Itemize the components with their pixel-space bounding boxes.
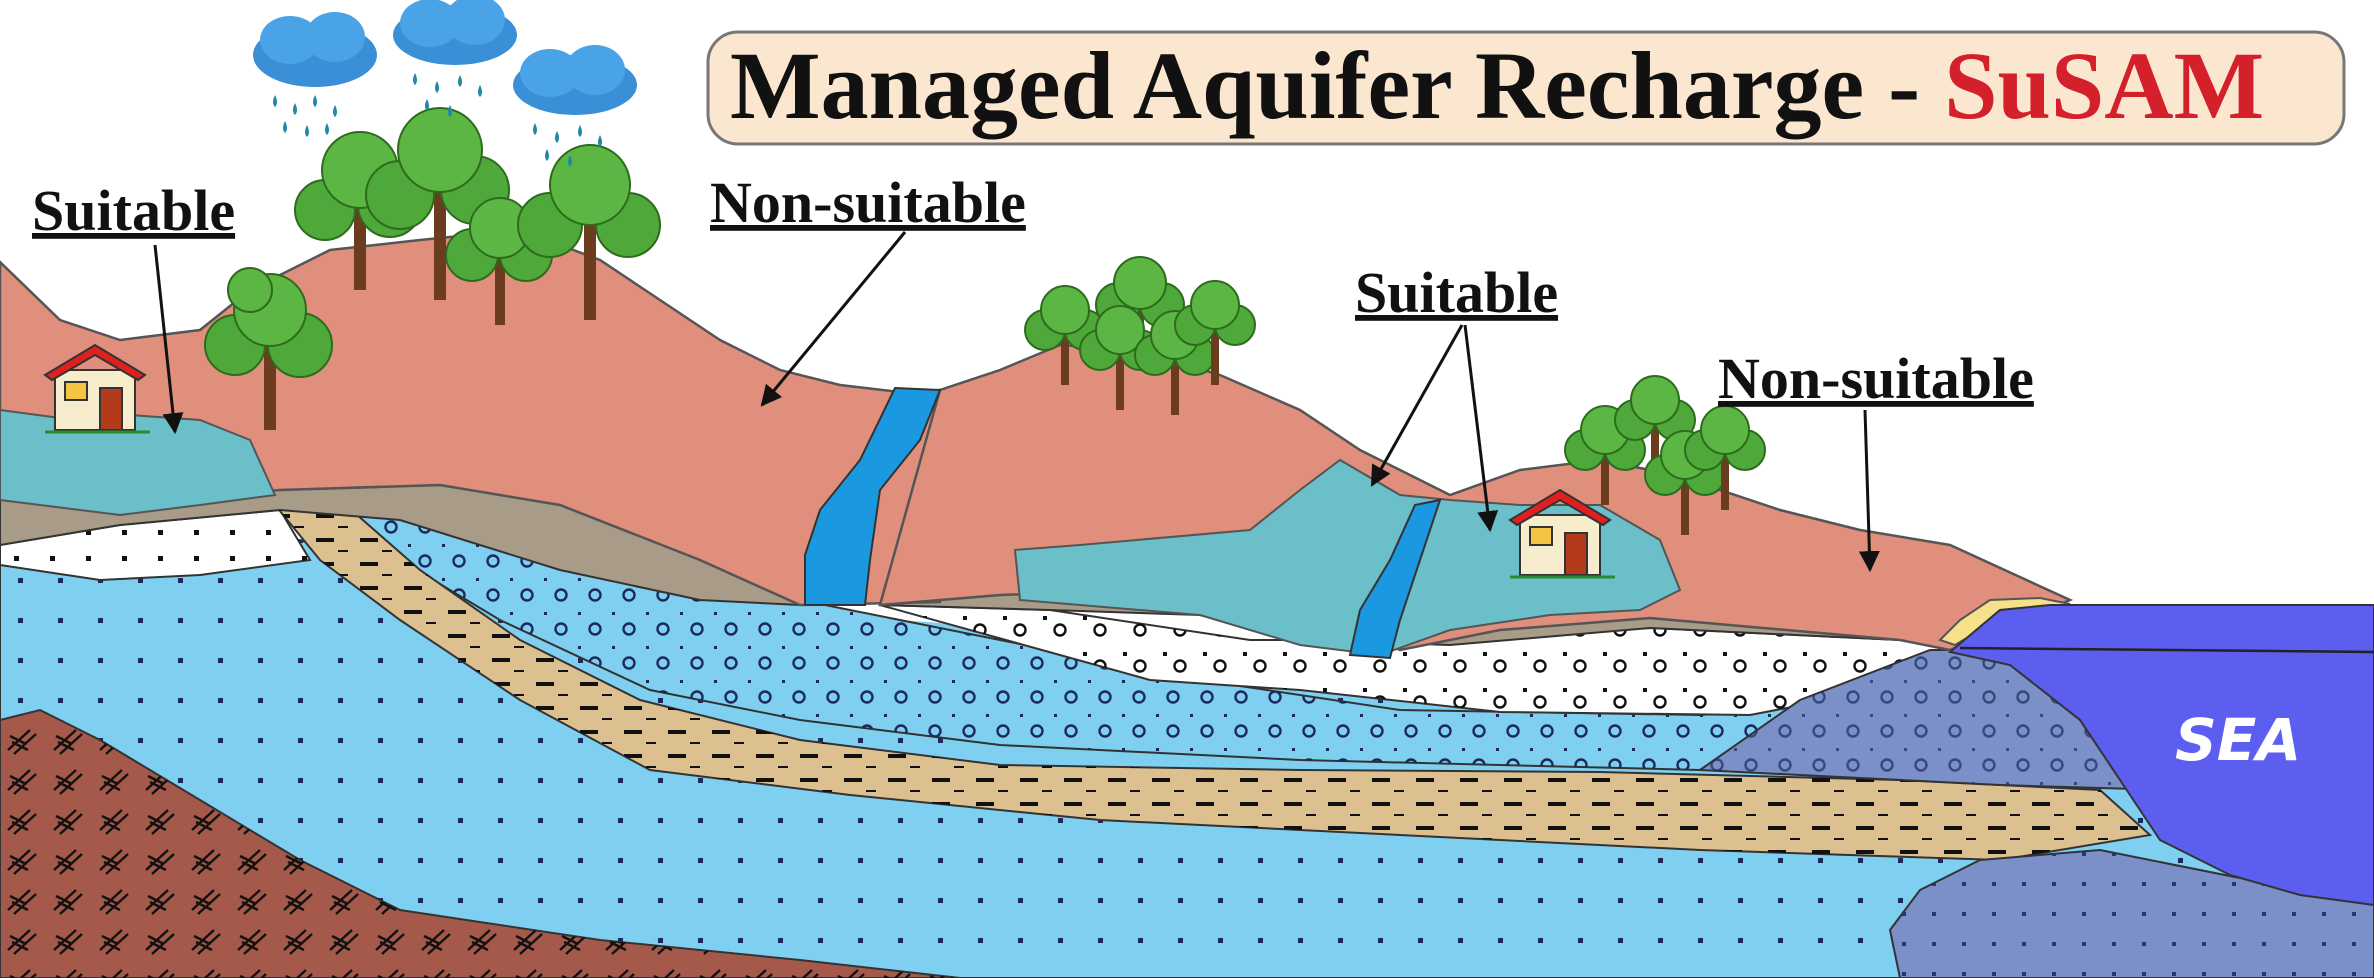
label-non-suitable-right: Non-suitable (1718, 346, 2034, 411)
tree-group-right (1564, 375, 1766, 535)
arrow-icon (153, 244, 184, 435)
tree-group-left (204, 107, 661, 430)
river-center (1348, 498, 1442, 660)
suitable-zone-center (1013, 458, 1682, 657)
tree-icon (1684, 405, 1766, 510)
rain-cloud-icon (253, 12, 377, 137)
tree-icon (1134, 310, 1216, 415)
rain-cloud-icon (513, 45, 637, 167)
tree-group-center (1024, 256, 1256, 415)
tree-icon (1564, 405, 1646, 505)
tree-icon (204, 267, 333, 430)
sea (1947, 604, 2374, 907)
title-box: Managed Aquifer Recharge - SuSAM (706, 30, 2346, 146)
title-highlight: SuSAM (1944, 32, 2264, 139)
rain-cloud-icon (393, 0, 517, 117)
arrow-icon (1370, 324, 1464, 487)
house-icon-left (43, 343, 150, 434)
tree-icon (1174, 280, 1256, 385)
tree-icon (1024, 285, 1106, 385)
label-suitable-center: Suitable (1355, 260, 1558, 325)
label-suitable-left: Suitable (32, 178, 235, 243)
arrow-icon (1463, 324, 1499, 533)
house-icon-center (1508, 488, 1615, 579)
sea-label: SEA (2175, 706, 2301, 774)
river-left (804, 386, 942, 606)
page-title: Managed Aquifer Recharge - (730, 32, 1944, 139)
svg-text:Managed Aquifer Recharge - SuS: Managed Aquifer Recharge - SuSAM (730, 32, 2264, 139)
tree-icon (365, 107, 510, 300)
arrow-icon (760, 231, 907, 407)
label-non-suitable-left: Non-suitable (710, 170, 1026, 235)
arrow-icon (1858, 409, 1880, 573)
